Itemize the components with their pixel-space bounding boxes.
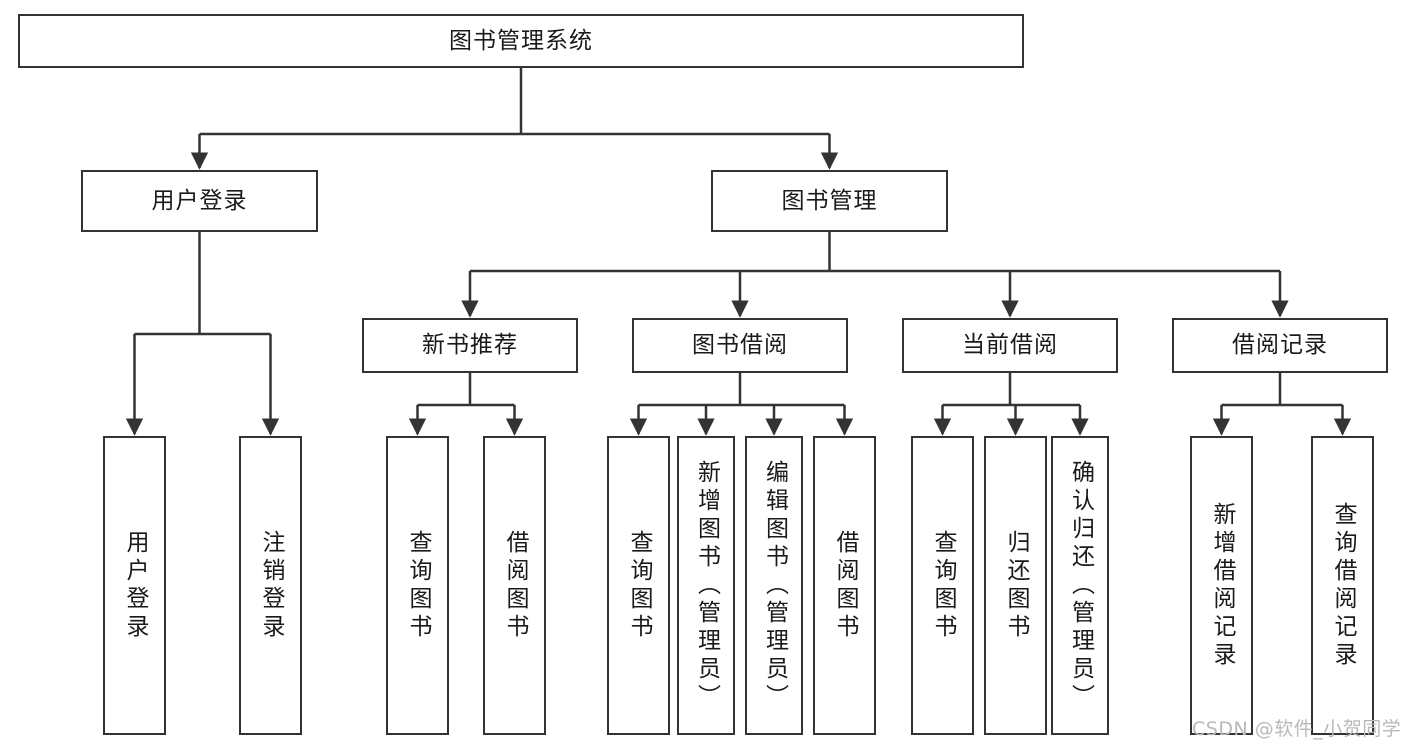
watermark-text: CSDN @软件_小贺同学 <box>1192 718 1402 740</box>
node-borrow-record[interactable]: 借阅记录 <box>1172 318 1388 373</box>
node-leaf-borrow-book-1[interactable]: 借阅图书 <box>483 436 546 735</box>
node-leaf-add-book[interactable]: 新增图书（管理员） <box>677 436 735 735</box>
node-leaf-user-login[interactable]: 用户登录 <box>103 436 166 735</box>
node-label: 图书管理 <box>781 187 878 214</box>
node-label: 图书借阅 <box>692 332 788 359</box>
node-leaf-query-book-1[interactable]: 查询图书 <box>386 436 449 735</box>
node-label: 用户登录 <box>122 529 148 642</box>
node-label: 借阅图书 <box>832 529 858 642</box>
node-leaf-edit-book[interactable]: 编辑图书（管理员） <box>745 436 803 735</box>
node-current-borrow[interactable]: 当前借阅 <box>902 318 1118 373</box>
node-label: 查询借阅记录 <box>1330 501 1356 670</box>
node-label: 归还图书 <box>1003 529 1029 642</box>
node-leaf-query-book-3[interactable]: 查询图书 <box>911 436 974 735</box>
node-label: 注销登录 <box>258 529 284 642</box>
node-label: 新增图书（管理员） <box>693 459 720 712</box>
node-label: 新书推荐 <box>422 332 518 359</box>
node-label: 用户登录 <box>151 187 248 214</box>
node-leaf-borrow-book-2[interactable]: 借阅图书 <box>813 436 876 735</box>
node-label: 借阅记录 <box>1232 332 1328 359</box>
node-book-borrow[interactable]: 图书借阅 <box>632 318 848 373</box>
node-leaf-user-logout[interactable]: 注销登录 <box>239 436 302 735</box>
node-book-manage[interactable]: 图书管理 <box>711 170 948 232</box>
node-label: 查询图书 <box>930 529 956 642</box>
node-label: 图书管理系统 <box>449 27 593 54</box>
node-label: 查询图书 <box>626 529 652 642</box>
node-leaf-return-book[interactable]: 归还图书 <box>984 436 1047 735</box>
node-label: 确认归还（管理员） <box>1067 459 1094 712</box>
node-user-login[interactable]: 用户登录 <box>81 170 318 232</box>
node-leaf-query-record[interactable]: 查询借阅记录 <box>1311 436 1374 735</box>
node-label: 查询图书 <box>405 529 431 642</box>
node-leaf-confirm-return[interactable]: 确认归还（管理员） <box>1051 436 1109 735</box>
node-new-book-rec[interactable]: 新书推荐 <box>362 318 578 373</box>
node-label: 新增借阅记录 <box>1209 501 1235 670</box>
node-root[interactable]: 图书管理系统 <box>18 14 1024 68</box>
node-leaf-add-record[interactable]: 新增借阅记录 <box>1190 436 1253 735</box>
node-label: 当前借阅 <box>962 332 1058 359</box>
node-label: 借阅图书 <box>502 529 528 642</box>
node-label: 编辑图书（管理员） <box>761 459 788 712</box>
node-leaf-query-book-2[interactable]: 查询图书 <box>607 436 670 735</box>
